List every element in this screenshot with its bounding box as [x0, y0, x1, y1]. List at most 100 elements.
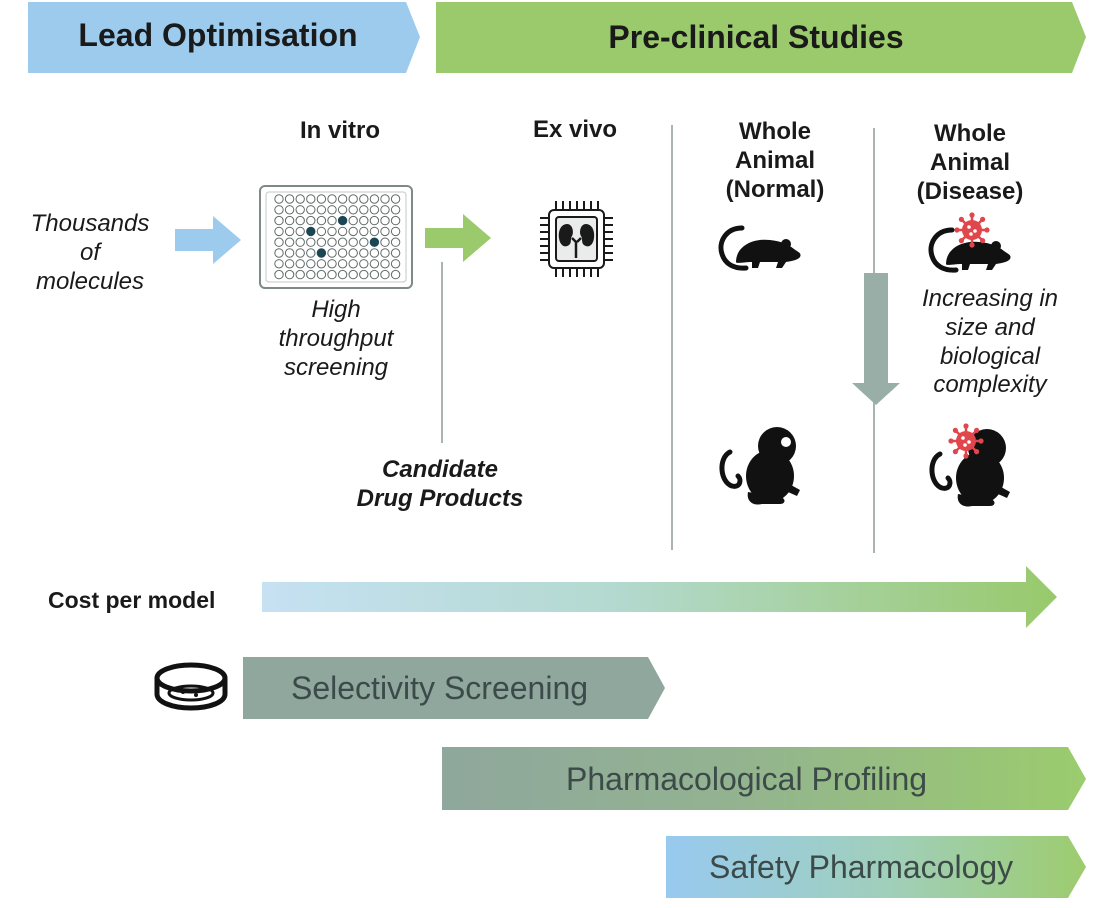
well [359, 269, 369, 280]
well [348, 248, 358, 258]
well-plate-icon [259, 185, 413, 289]
well [284, 226, 295, 237]
well [284, 248, 295, 258]
well [359, 194, 369, 204]
well [390, 248, 401, 258]
complexity-down-arrow [852, 273, 900, 405]
well [327, 194, 337, 204]
petri-dish-icon [154, 662, 228, 711]
preclinical-studies-banner [436, 2, 1086, 73]
well [359, 226, 369, 237]
well [316, 194, 327, 204]
candidate-arrow [425, 214, 491, 262]
well [306, 237, 316, 247]
well [274, 259, 284, 269]
well [327, 248, 337, 258]
well [274, 269, 284, 280]
pharmacological-profiling-label: Pharmacological Profiling [566, 761, 928, 797]
well [348, 205, 358, 215]
well [337, 248, 348, 258]
well [295, 226, 305, 237]
well [390, 269, 401, 280]
well [380, 259, 390, 269]
lead-optimisation-title: Lead Optimisation [78, 17, 358, 53]
well [274, 205, 284, 215]
well [274, 237, 284, 247]
ex-vivo-label: Ex vivo [532, 116, 618, 143]
molecules-label: Thousands of molecules [30, 210, 150, 295]
selectivity-screening-bar [243, 657, 665, 719]
well [380, 215, 390, 226]
well [337, 269, 348, 280]
well [369, 269, 380, 280]
well [274, 248, 284, 258]
well [327, 226, 337, 237]
well [327, 205, 337, 215]
diseased-monkey-icon [929, 429, 1010, 507]
well [295, 269, 305, 280]
well [295, 259, 305, 269]
well [337, 205, 348, 215]
well [274, 194, 284, 204]
well [348, 226, 358, 237]
mouse-icon [718, 225, 801, 271]
pharmacological-profiling-bar [442, 747, 1086, 810]
well [306, 215, 316, 226]
well [380, 194, 390, 204]
whole-animal-normal-label: Whole Animal (Normal) [725, 118, 825, 203]
well [295, 205, 305, 215]
well [284, 205, 295, 215]
well [316, 237, 327, 247]
lead-optimisation-banner [28, 2, 420, 73]
well [316, 215, 327, 226]
well [369, 205, 380, 215]
well [306, 226, 316, 237]
well [337, 237, 348, 247]
well [348, 215, 358, 226]
virus-icon [954, 212, 990, 248]
well [316, 248, 327, 258]
well [390, 215, 401, 226]
organ-on-chip-icon [540, 201, 613, 277]
well [359, 205, 369, 215]
well [337, 194, 348, 204]
well [348, 194, 358, 204]
cost-arrow [262, 566, 1057, 628]
well [369, 226, 380, 237]
well [380, 269, 390, 280]
well [380, 237, 390, 247]
virus-icon [948, 423, 984, 459]
well [306, 248, 316, 258]
screening-label: High throughput screening [278, 296, 394, 381]
well [337, 215, 348, 226]
molecules-arrow [175, 216, 241, 264]
well [348, 259, 358, 269]
diseased-mouse-icon [928, 227, 1011, 273]
preclinical-studies-title: Pre-clinical Studies [608, 19, 904, 55]
well [306, 205, 316, 215]
well [284, 194, 295, 204]
well [316, 205, 327, 215]
well [369, 248, 380, 258]
in-vitro-label: In vitro [299, 117, 380, 144]
well [390, 259, 401, 269]
well [306, 269, 316, 280]
well [348, 269, 358, 280]
well [327, 269, 337, 280]
complexity-label: Increasing in size and biological comple… [921, 285, 1059, 399]
well [284, 269, 295, 280]
well [306, 259, 316, 269]
well [380, 248, 390, 258]
well [359, 248, 369, 258]
well [369, 194, 380, 204]
well [390, 205, 401, 215]
candidate-drug-products-label: Candidate Drug Products [356, 456, 524, 512]
safety-pharmacology-bar [666, 836, 1086, 898]
well [274, 226, 284, 237]
well [390, 226, 401, 237]
well [295, 215, 305, 226]
well [327, 237, 337, 247]
whole-animal-disease-label: Whole Animal (Disease) [916, 120, 1024, 205]
well [348, 237, 358, 247]
